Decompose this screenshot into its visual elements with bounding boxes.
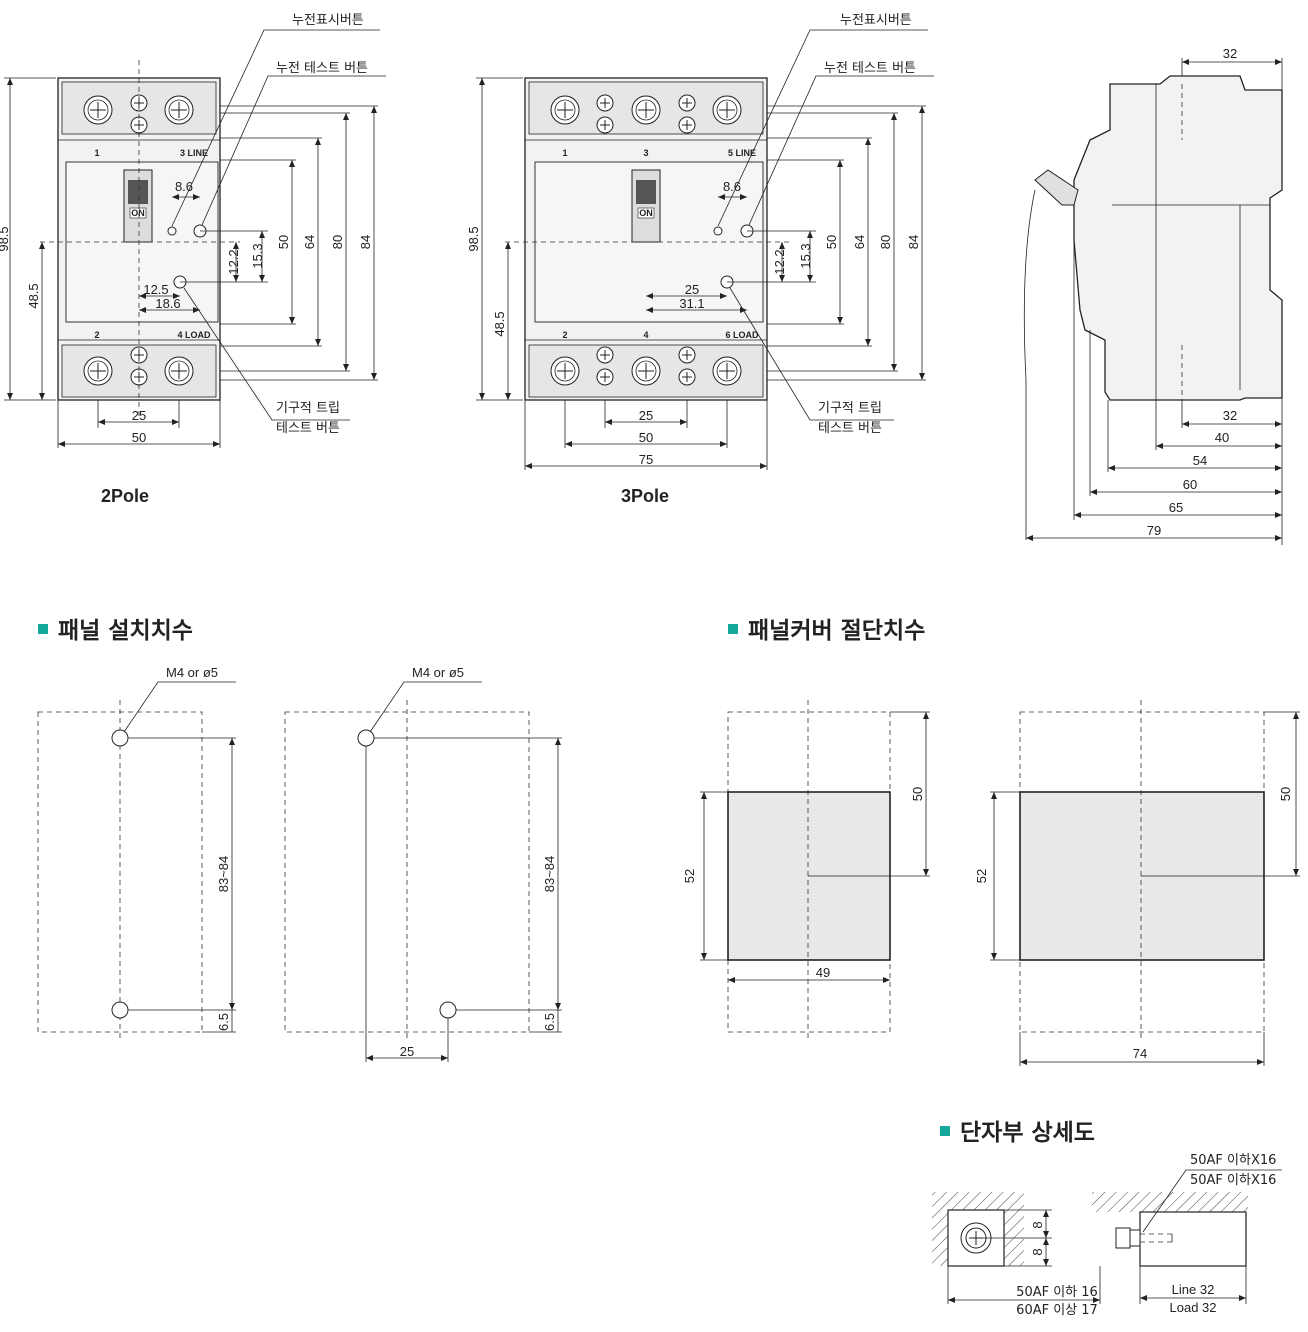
- dim-84: 84: [906, 235, 921, 249]
- dim-8-6: 8.6: [723, 179, 741, 194]
- terminal-label: 6 LOAD: [725, 330, 759, 340]
- dim-31-1: 31.1: [679, 296, 704, 311]
- terminal-label: 3: [643, 148, 648, 158]
- terminal-screw-icon: [631, 356, 661, 386]
- dim-pitch: 25: [400, 1044, 414, 1059]
- terminal-label: 4: [643, 330, 648, 340]
- section-bullet-icon: [940, 1126, 950, 1136]
- two-pole-front-view: ON 1 3 LINE 2 4 LOAD 98.5 48.5 25 50 8.6…: [0, 13, 386, 506]
- dim-pitch: 25: [639, 408, 653, 423]
- dim-12-2: 12.2: [226, 249, 241, 274]
- dim-52: 52: [974, 869, 989, 883]
- dim-height-total: 98.5: [0, 226, 11, 251]
- terminal-screw-icon: [164, 356, 194, 386]
- side-dim: 65: [1169, 500, 1183, 515]
- three-pole-front-view: ON 1 3 5 LINE 2 4 6 LOAD 98.5 48.5 25 50…: [466, 13, 934, 506]
- dim-80: 80: [330, 235, 345, 249]
- screw-spec-label: 50AF 이하X16: [1190, 1153, 1276, 1168]
- dim-offset: 6.5: [542, 1013, 557, 1031]
- hole-label: M4 or ø5: [412, 665, 464, 680]
- section-title: 패널커버 절단치수: [748, 618, 925, 644]
- side-dim: 32: [1223, 46, 1237, 61]
- side-dim: 79: [1147, 523, 1161, 538]
- load-length-label: Load 32: [1170, 1300, 1217, 1315]
- dim-offset: 6.5: [216, 1013, 231, 1031]
- terminal-label: 1: [562, 148, 567, 158]
- side-dim: 32: [1223, 408, 1237, 423]
- terminal-screw-icon: [164, 95, 194, 125]
- terminal-screw-icon: [550, 356, 580, 386]
- terminal-width-label: 60AF 이상 17: [1016, 1303, 1098, 1318]
- terminal-label: 5 LINE: [728, 148, 756, 158]
- mech-trip-label: 테스트 버튼: [818, 421, 882, 436]
- dim-18-6: 18.6: [155, 296, 180, 311]
- section-title: 단자부 상세도: [960, 1120, 1095, 1146]
- dim-50: 50: [1278, 787, 1293, 801]
- dim-50: 50: [276, 235, 291, 249]
- dim-12-2: 12.2: [772, 249, 787, 274]
- dim-50: 50: [910, 787, 925, 801]
- terminal-label: 2: [94, 330, 99, 340]
- terminal-screw-icon: [83, 95, 113, 125]
- leak-indicator-label: 누전표시버튼: [292, 13, 364, 28]
- dim-height-total: 98.5: [466, 226, 481, 251]
- dim-80: 80: [878, 235, 893, 249]
- section-title: 패널 설치치수: [58, 618, 193, 644]
- dim-12-5: 12.5: [143, 282, 168, 297]
- dim-height-center: 48.5: [26, 283, 41, 308]
- on-label: ON: [131, 208, 145, 218]
- side-view: 32 32 40 54 60 65 79: [1023, 46, 1283, 545]
- on-label: ON: [639, 208, 653, 218]
- terminal-width-label: 50AF 이하 16: [1016, 1285, 1098, 1300]
- screw-spec-label: 50AF 이하X16: [1190, 1173, 1276, 1188]
- terminal-screw-icon: [83, 356, 113, 386]
- dim-64: 64: [302, 235, 317, 249]
- dim-span: 83~84: [542, 856, 557, 893]
- two-pole-caption: 2Pole: [101, 486, 149, 506]
- dim-pitch: 25: [132, 408, 146, 423]
- dim-15-3: 15.3: [798, 243, 813, 268]
- section-bullet-icon: [38, 624, 48, 634]
- dim-50: 50: [824, 235, 839, 249]
- leak-test-label: 누전 테스트 버튼: [824, 61, 916, 76]
- side-dim: 60: [1183, 477, 1197, 492]
- dim-49: 49: [816, 965, 830, 980]
- terminal-screw-icon: [712, 95, 742, 125]
- dim-width-total: 75: [639, 452, 653, 467]
- dim-width-50: 50: [639, 430, 653, 445]
- dim-25: 25: [685, 282, 699, 297]
- dim-64: 64: [852, 235, 867, 249]
- mech-trip-label: 테스트 버튼: [276, 421, 340, 436]
- dim-8: 8: [1030, 1221, 1045, 1228]
- leak-test-label: 누전 테스트 버튼: [276, 61, 368, 76]
- dim-84: 84: [358, 235, 373, 249]
- dim-8: 8: [1030, 1248, 1045, 1255]
- section-bullet-icon: [728, 624, 738, 634]
- terminal-label: 2: [562, 330, 567, 340]
- dim-width-total: 50: [132, 430, 146, 445]
- terminal-screw-icon: [631, 95, 661, 125]
- mech-trip-label: 기구적 트립: [818, 401, 882, 416]
- dim-15-3: 15.3: [250, 243, 265, 268]
- panel-install-section: 패널 설치치수 83~84 6.5 M4 or ø5 83~84 6.5 25 …: [37, 618, 562, 1062]
- dim-height-center: 48.5: [492, 311, 507, 336]
- side-dim: 54: [1193, 453, 1207, 468]
- line-length-label: Line 32: [1172, 1282, 1215, 1297]
- terminal-screw-icon: [712, 356, 742, 386]
- dim-52: 52: [682, 869, 697, 883]
- dim-74: 74: [1133, 1046, 1147, 1061]
- three-pole-caption: 3Pole: [621, 486, 669, 506]
- hole-label: M4 or ø5: [166, 665, 218, 680]
- terminal-detail-section: 단자부 상세도 8 8 50AF 이하 16 60AF 이상 17 50AF 이…: [932, 1120, 1282, 1318]
- cover-cut-section: 패널커버 절단치수 52 50 49 52 50 74: [682, 618, 1300, 1066]
- dim-span: 83~84: [216, 856, 231, 893]
- side-dim: 40: [1215, 430, 1229, 445]
- mech-trip-label: 기구적 트립: [276, 401, 340, 416]
- terminal-label: 4 LOAD: [177, 330, 211, 340]
- terminal-label: 1: [94, 148, 99, 158]
- terminal-label: 3 LINE: [180, 148, 208, 158]
- leak-indicator-label: 누전표시버튼: [840, 13, 912, 28]
- terminal-screw-icon: [550, 95, 580, 125]
